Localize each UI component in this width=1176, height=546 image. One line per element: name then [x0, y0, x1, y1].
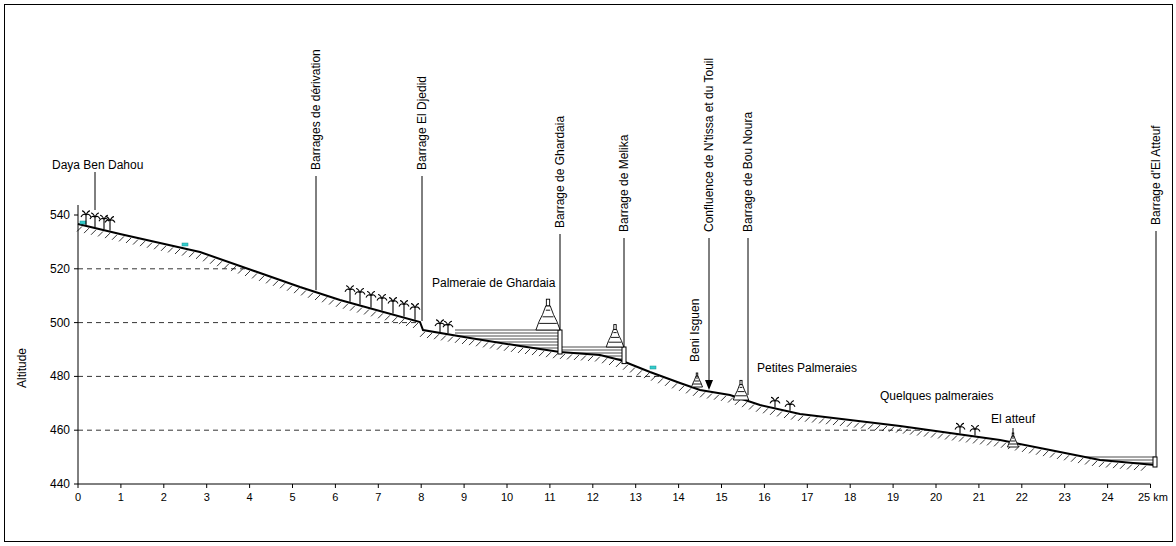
y-tick-label: 480	[50, 369, 70, 383]
y-tick-label: 540	[50, 208, 70, 222]
terrain-profile	[78, 224, 1155, 465]
feature-label: Barrage El Djedid	[415, 76, 429, 170]
x-tick-label: 9	[461, 490, 467, 504]
x-tick-label: 18	[844, 490, 856, 504]
x-tick-label: 0	[75, 490, 81, 504]
x-tick-label: 12	[587, 490, 599, 504]
frame	[5, 5, 1173, 542]
arrow-head	[705, 380, 713, 390]
x-tick-label: 15	[715, 490, 727, 504]
x-tick-label: 13	[630, 490, 642, 504]
x-axis	[78, 484, 1151, 485]
x-tick-label: 23	[1059, 490, 1071, 504]
axis-title: Altitude	[15, 348, 29, 388]
ground-hatching	[77, 226, 1146, 470]
y-tick-label: 440	[50, 477, 70, 491]
x-tick-label: 5	[289, 490, 295, 504]
feature-label: Confluence de N'tissa et du Touil	[702, 58, 716, 232]
feature-label: Quelques palmeraies	[880, 389, 993, 403]
x-tick-label: 25 km	[1138, 490, 1168, 504]
dam-walls	[558, 330, 1157, 467]
water-points	[80, 221, 656, 369]
x-tick-label: 20	[930, 490, 942, 504]
x-tick-label: 4	[247, 490, 253, 504]
x-tick-label: 6	[332, 490, 338, 504]
x-tick-label: 10	[501, 490, 513, 504]
axis-ticks	[74, 215, 1151, 488]
feature-label: Palmeraie de Ghardaia	[432, 276, 555, 290]
x-tick-label: 21	[973, 490, 985, 504]
x-tick-label: 2	[161, 490, 167, 504]
feature-label: El atteuf	[991, 412, 1035, 426]
feature-label: Daya Ben Dahou	[52, 158, 143, 172]
x-tick-label: 1	[118, 490, 124, 504]
palm-trees	[81, 211, 980, 436]
feature-label: Barrages de dérivation	[309, 49, 323, 170]
y-tick-label: 520	[50, 262, 70, 276]
y-axis	[78, 205, 79, 484]
feature-label: Petites Palmeraies	[757, 361, 857, 375]
ksar-symbols	[536, 299, 1019, 447]
feature-label: Barrage de Ghardaia	[553, 116, 567, 228]
x-tick-label: 19	[887, 490, 899, 504]
y-tick-label: 500	[50, 316, 70, 330]
x-tick-label: 14	[672, 490, 684, 504]
x-tick-label: 8	[418, 490, 424, 504]
y-tick-label: 460	[50, 423, 70, 437]
x-tick-label: 22	[1016, 490, 1028, 504]
x-tick-label: 24	[1101, 490, 1113, 504]
x-tick-label: 7	[375, 490, 381, 504]
feature-label: Beni Isguen	[688, 299, 702, 362]
grid-lines	[78, 269, 930, 430]
x-tick-label: 3	[204, 490, 210, 504]
x-tick-label: 11	[544, 490, 555, 504]
reservoir-water	[455, 330, 1155, 463]
x-tick-label: 16	[758, 490, 770, 504]
feature-label: Barrage d'El Atteuf	[1149, 125, 1163, 225]
feature-label: Barrage de Bou Noura	[741, 112, 755, 232]
feature-label: Barrage de Melika	[617, 135, 631, 232]
x-tick-label: 17	[801, 490, 813, 504]
